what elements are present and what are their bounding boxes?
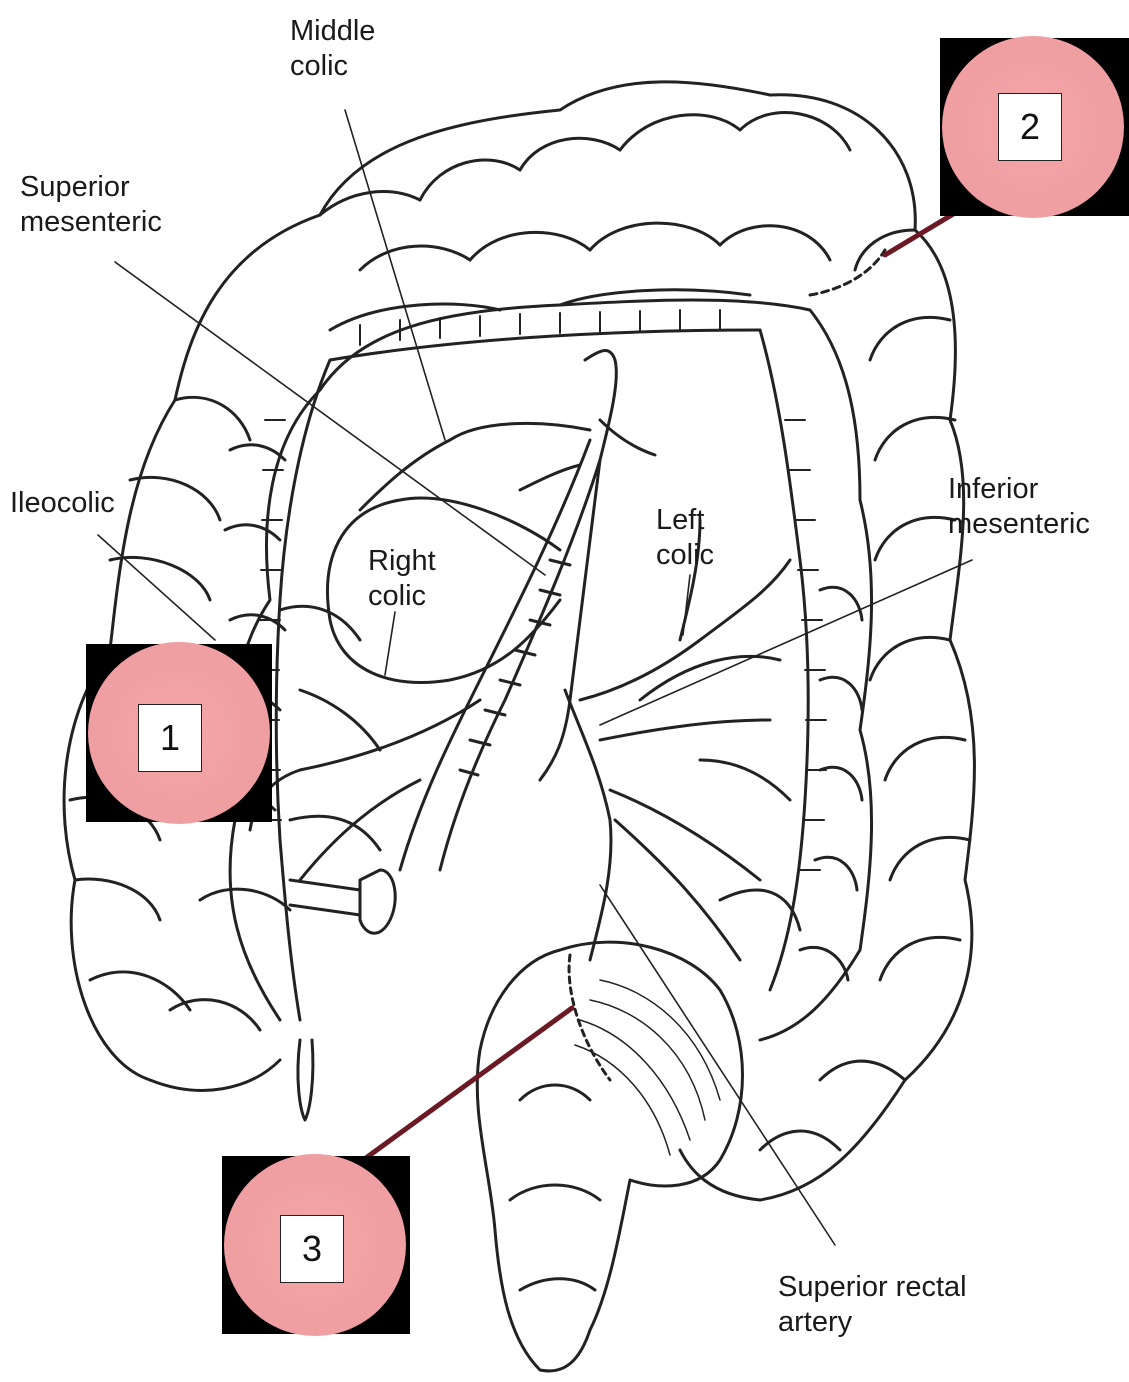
marker-2[interactable]: 2 xyxy=(940,38,1129,216)
label-superior-mesenteric: Superior mesenteric xyxy=(20,170,162,240)
leader-inferior-mesenteric xyxy=(600,560,972,725)
leader-superior-rectal xyxy=(600,885,835,1245)
aorta xyxy=(540,351,616,780)
rectum-outline xyxy=(477,942,742,1371)
label-right-colic: Right colic xyxy=(368,544,436,614)
colon-outer-outline xyxy=(64,82,974,1200)
label-left-colic: Left colic xyxy=(656,503,714,573)
label-middle-colic: Middle colic xyxy=(290,14,375,84)
leader-right-colic xyxy=(385,612,395,675)
leader-ileocolic xyxy=(98,535,215,640)
colon-inner-outline xyxy=(230,300,872,1040)
marker-1-number: 1 xyxy=(138,704,202,772)
leader-middle-colic xyxy=(345,110,445,440)
inferior-mesenteric-trunk xyxy=(565,690,611,960)
marker-1[interactable]: 1 xyxy=(86,644,272,822)
superior-mesenteric-trunk xyxy=(400,440,590,870)
marker-2-number: 2 xyxy=(998,93,1062,161)
leader-superior-mesenteric xyxy=(115,262,545,575)
label-inferior-mesenteric: Inferior mesenteric xyxy=(948,472,1090,542)
label-superior-rectal-artery: Superior rectal artery xyxy=(778,1270,967,1340)
marker-3[interactable]: 3 xyxy=(222,1156,410,1334)
ileum-stump xyxy=(360,870,395,933)
label-ileocolic: Ileocolic xyxy=(10,486,115,521)
marker-3-number: 3 xyxy=(280,1215,344,1283)
